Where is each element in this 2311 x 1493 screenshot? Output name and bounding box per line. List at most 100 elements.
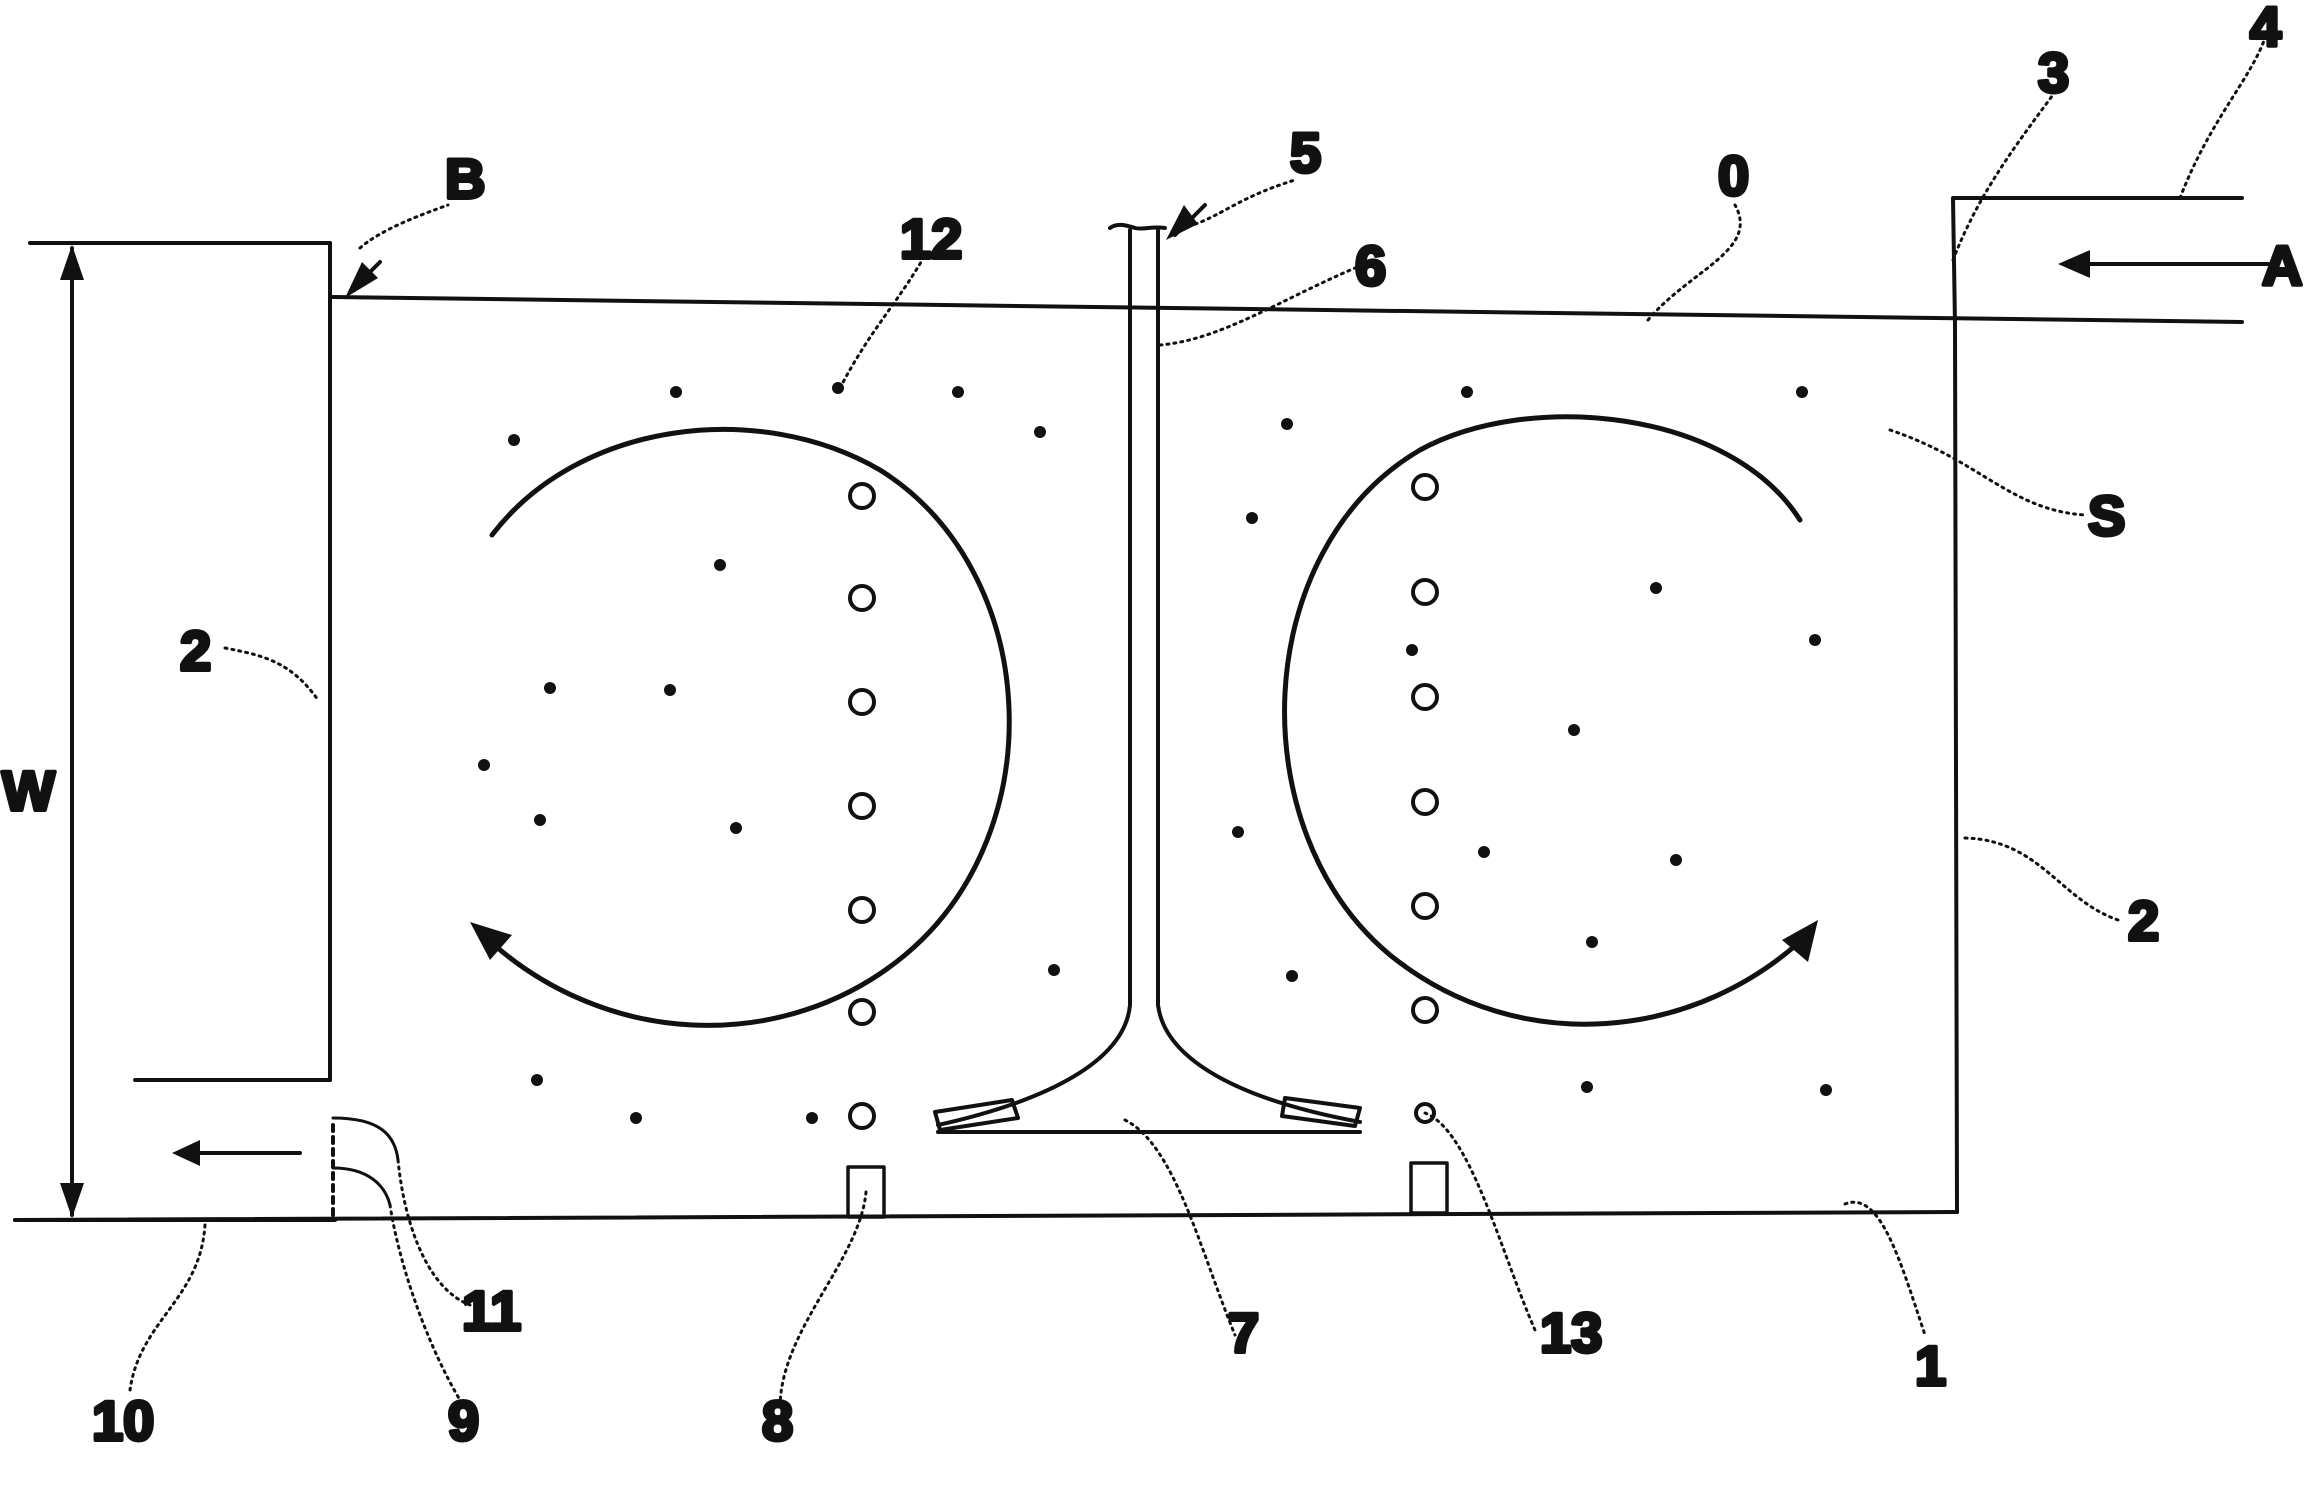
leader-1	[1843, 1200, 1927, 1337]
bubble	[848, 688, 876, 716]
particle	[1406, 644, 1418, 656]
liquid-surface	[331, 295, 2244, 324]
particle	[1650, 582, 1662, 594]
particle	[1820, 1084, 1832, 1096]
inlet-arrow	[2058, 250, 2270, 278]
particle	[670, 386, 682, 398]
leader-7	[1123, 1118, 1237, 1337]
label-11: 11	[462, 1279, 521, 1342]
label-9: 9	[448, 1389, 479, 1452]
leader-4	[2178, 36, 2267, 200]
leader-13	[1423, 1111, 1537, 1332]
particle	[534, 814, 546, 826]
circulation-arrow-left-head	[470, 922, 512, 960]
left-wall	[133, 241, 400, 1222]
particle	[1796, 386, 1808, 398]
particle	[508, 434, 520, 446]
particle	[1048, 964, 1060, 976]
bubble	[848, 792, 876, 820]
label-8: 8	[762, 1389, 793, 1452]
particle	[832, 382, 844, 394]
leader-5-arrowhead	[1166, 205, 1198, 240]
bubble	[1411, 892, 1439, 920]
particle	[1809, 634, 1821, 646]
particle	[1461, 386, 1473, 398]
impeller-blade	[933, 1096, 1362, 1134]
circulation-arrow-left	[475, 427, 1012, 1028]
particles	[478, 382, 1832, 1124]
leader-b-arrowhead	[345, 262, 378, 298]
leader-9	[388, 1203, 462, 1402]
label-a: A	[2262, 234, 2302, 297]
particle	[1478, 846, 1490, 858]
particle	[1246, 512, 1258, 524]
particle	[630, 1112, 642, 1124]
reference-labels: 0 1 2 2 3 4 5 6 7 8 9 10 11 12 13 A B S …	[0, 0, 2304, 1454]
label-12: 12	[900, 207, 962, 270]
particle	[1670, 854, 1682, 866]
particle	[1586, 936, 1598, 948]
right-wall	[1951, 196, 2244, 1214]
label-w: W	[2, 759, 55, 822]
bubble	[848, 998, 876, 1026]
leader-6	[1158, 266, 1357, 347]
bubble	[848, 896, 876, 924]
label-4: 4	[2250, 0, 2281, 58]
tank-bottom	[13, 1210, 1959, 1222]
bubbles	[848, 473, 1439, 1130]
particle	[1286, 970, 1298, 982]
particle	[730, 822, 742, 834]
bubble	[1414, 1102, 1436, 1124]
particle	[478, 759, 490, 771]
label-b: B	[445, 147, 485, 210]
label-2-right: 2	[2128, 889, 2159, 952]
label-5: 5	[1290, 121, 1321, 184]
label-1: 1	[1915, 1334, 1946, 1397]
leader-0	[1646, 203, 1742, 322]
label-2-left: 2	[180, 619, 211, 682]
impeller-shaft	[936, 222, 1362, 1127]
leader-11	[396, 1158, 472, 1307]
bubble	[1411, 788, 1439, 816]
bubble	[1411, 683, 1439, 711]
particle	[544, 682, 556, 694]
leader-2-left	[223, 646, 320, 702]
particle	[806, 1112, 818, 1124]
particle	[1568, 724, 1580, 736]
bubble	[1411, 578, 1439, 606]
leader-10	[128, 1223, 207, 1392]
baffle-left	[846, 1165, 886, 1219]
particle	[664, 684, 676, 696]
label-s: S	[2088, 484, 2125, 547]
label-10: 10	[92, 1389, 154, 1452]
circulation-arrow-right	[1282, 414, 1813, 1027]
leader-3	[1951, 90, 2057, 262]
label-13: 13	[1540, 1301, 1602, 1364]
label-0: 0	[1718, 144, 1749, 207]
bubble	[848, 482, 876, 510]
baffle-right	[1409, 1161, 1449, 1215]
circulation-arrow-right-head	[1782, 920, 1818, 962]
particle	[1034, 426, 1046, 438]
label-6: 6	[1355, 234, 1386, 297]
dimension-w	[13, 241, 337, 1222]
outlet-arrow	[172, 1140, 302, 1166]
leader-b	[358, 203, 450, 250]
particle	[1281, 418, 1293, 430]
leader-arrows	[345, 203, 1207, 298]
leader-lines	[128, 36, 2267, 1410]
label-3: 3	[2038, 41, 2069, 104]
leader-s	[1888, 428, 2087, 517]
leader-2-right	[1963, 836, 2120, 922]
particle	[1581, 1081, 1593, 1093]
bubble	[1411, 473, 1439, 501]
particle	[952, 386, 964, 398]
particle	[1232, 826, 1244, 838]
bubble	[848, 584, 876, 612]
particle	[531, 1074, 543, 1086]
leader-12	[838, 253, 927, 390]
leader-8	[778, 1190, 868, 1410]
bubble	[848, 1102, 876, 1130]
